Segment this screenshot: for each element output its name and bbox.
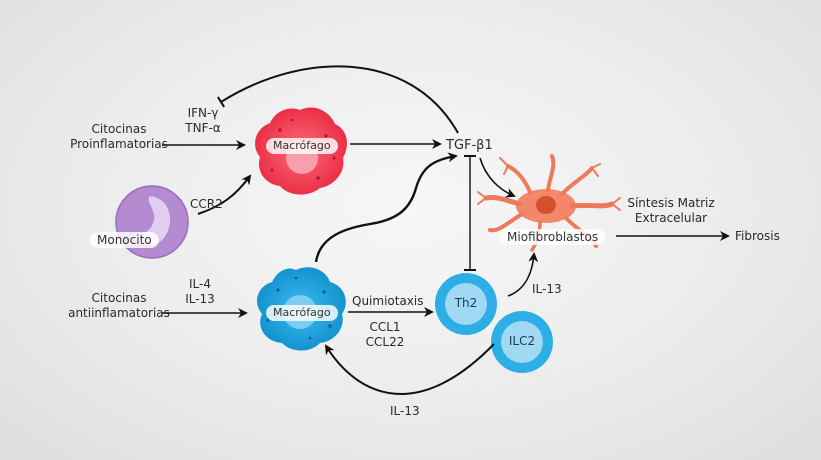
quimiotaxis-label: Quimiotaxis [352,294,424,308]
antiinflammatory-line2: antiinflamatorias [68,306,170,320]
th2-cell [435,273,497,335]
inhibition-tgf-to-macrophage [216,65,459,134]
il13-right-label: IL-13 [532,282,562,296]
ilc2-label: ILC2 [508,334,536,348]
ifn-gamma-label: IFN-γ [187,106,219,120]
matrix-synthesis-label: Síntesis Matriz Extracelular [624,196,718,226]
arrow-ilc2-to-macrophage [324,343,495,395]
antiinflammatory-line1: Citocinas [91,291,147,305]
proinflammatory-line2: Proinflamatorias [70,137,168,151]
monocyte-label: Monocito [90,232,159,248]
macrophage-red-label: Macrófago [266,138,338,154]
myofibroblast-cell [477,154,621,252]
tgf-beta1-label: TGF-β1 [446,138,493,153]
ifn-tnf-label: IFN-γ TNF-α [178,106,228,136]
il4-il13-label: IL-4 IL-13 [180,277,220,307]
myofibroblast-label: Miofibroblastos [500,229,606,245]
ccr2-label: CCR2 [190,197,223,211]
ccl22-label: CCL22 [365,335,405,349]
il13-left-label: IL-13 [185,292,215,306]
ccl1-label: CCL1 [369,320,401,334]
arrow-blue-macrophage-to-tgf [314,152,458,263]
proinflammatory-line1: Citocinas [91,122,147,136]
il13-bottom-label: IL-13 [390,404,420,418]
th2-label: Th2 [454,296,478,310]
macrophage-blue-label: Macrófago [266,305,338,321]
chemokines-label: CCL1 CCL22 [360,320,410,350]
il4-label: IL-4 [189,277,211,291]
arrow-tgf-to-myofibroblast [479,157,516,198]
ilc2-cell [491,311,553,373]
tnf-alpha-label: TNF-α [185,121,221,135]
antiinflammatory-label: Citocinas antiinflamatorias [66,291,172,321]
arrow-th2-to-myofibroblast [507,252,539,297]
fibrosis-label: Fibrosis [735,229,780,243]
matrix-synthesis-line2: Extracelular [634,211,708,225]
arrow-monocyte-to-macrophage [197,174,252,215]
proinflammatory-label: Citocinas Proinflamatorias [66,122,172,152]
matrix-synthesis-line1: Síntesis Matriz [627,196,715,210]
